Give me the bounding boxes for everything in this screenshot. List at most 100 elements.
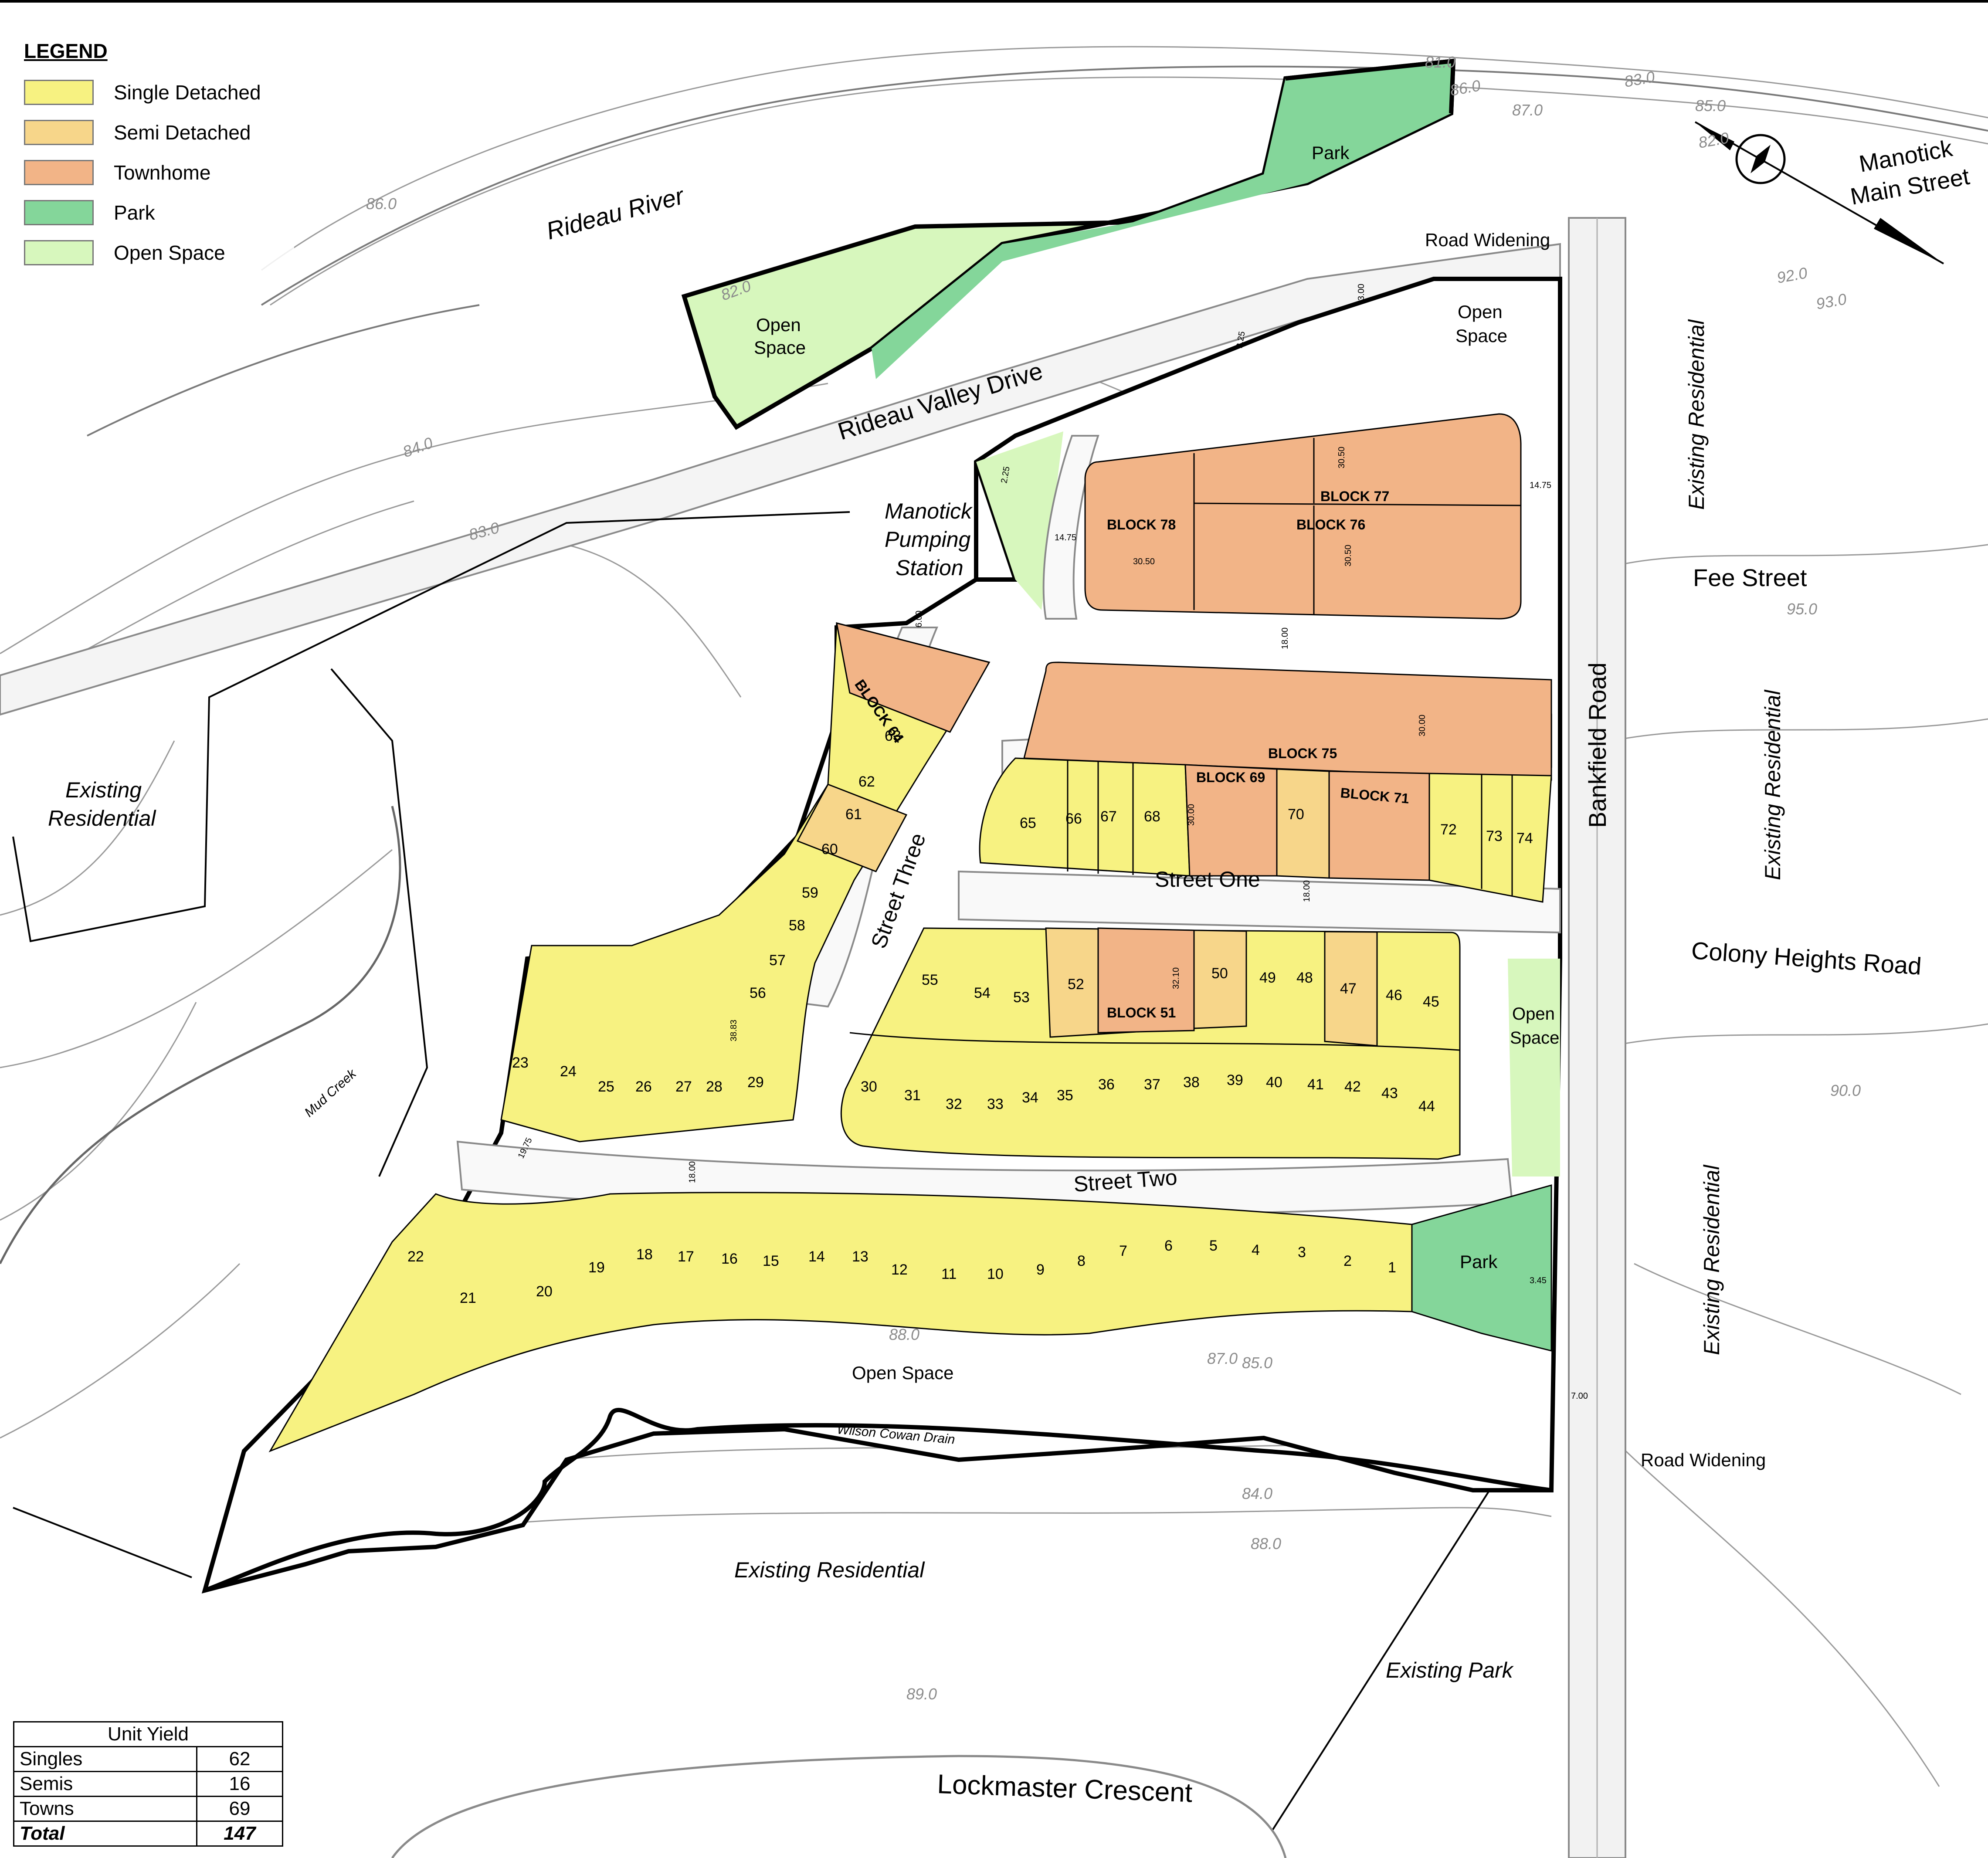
- lot-number: 5: [1209, 1238, 1218, 1254]
- contour-label: 88.0: [1251, 1535, 1281, 1553]
- dimension-label: 32.10: [1171, 967, 1181, 989]
- lot-number: 59: [802, 885, 818, 901]
- lot-number: 39: [1227, 1072, 1243, 1088]
- lot-number: 31: [904, 1087, 921, 1104]
- lot-number: 44: [1418, 1098, 1435, 1115]
- lot-number: 53: [1013, 989, 1030, 1006]
- lot-number: 18: [636, 1246, 653, 1263]
- street-one-north-lots: [979, 757, 1552, 903]
- legend-swatch: [24, 200, 94, 225]
- lot-number: 57: [769, 952, 786, 969]
- lot-number: 26: [635, 1078, 652, 1095]
- lot-number: 4: [1252, 1242, 1260, 1258]
- label-open-left-2: Space: [754, 337, 806, 358]
- label-open-right-2: Space: [1455, 325, 1507, 346]
- lot-number: 3: [1298, 1244, 1306, 1261]
- table-row: Singles 62: [13, 1746, 283, 1772]
- lot-number: 23: [512, 1054, 529, 1071]
- lot-number: 34: [1022, 1089, 1038, 1106]
- label-pumping-2: Pumping: [885, 527, 971, 552]
- dimension-label: 3.00: [1357, 284, 1366, 301]
- label-block-69: BLOCK 69: [1196, 770, 1265, 785]
- lot-numbers: 1 2 3 4 5 6 7 8 9 10 11 12 13 14 15 16 1…: [407, 728, 1533, 1306]
- lot-number: 63: [885, 728, 901, 744]
- legend-item-single-detached: Single Detached: [24, 72, 294, 112]
- lot-number: 41: [1307, 1076, 1324, 1093]
- contour-label: 81.0: [1425, 53, 1455, 71]
- north-park-open-space: [681, 58, 1456, 430]
- label-open-left-1: Open: [756, 315, 801, 335]
- lot-number: 66: [1065, 810, 1082, 827]
- street-two-south-lots: [268, 959, 1560, 1452]
- label-existing-park: Existing Park: [1386, 1658, 1514, 1682]
- legend-item-park: Park: [24, 193, 294, 233]
- lot-number: 35: [1057, 1087, 1073, 1104]
- lot-number: 32: [946, 1096, 962, 1112]
- label-block-78: BLOCK 78: [1107, 517, 1176, 532]
- lot-number: 11: [941, 1266, 957, 1282]
- label-road-widening-bottom: Road Widening: [1641, 1450, 1766, 1470]
- legend-label: Single Detached: [114, 81, 261, 104]
- contour-label: 89.0: [906, 1685, 937, 1703]
- lot-number: 25: [598, 1078, 614, 1095]
- legend-item-semi-detached: Semi Detached: [24, 112, 294, 153]
- table-row-total: Total 147: [13, 1821, 283, 1847]
- label-open-right-1: Open: [1458, 302, 1503, 322]
- unit-yield-label: Singles: [13, 1746, 197, 1772]
- dimension-label: 38.83: [729, 1020, 739, 1041]
- townhome-blocks-north: [1023, 413, 1552, 781]
- label-park-north: Park: [1312, 142, 1350, 163]
- lot-number: 28: [706, 1078, 723, 1095]
- street-three-lots: [500, 622, 991, 1143]
- lot-number: 56: [750, 985, 766, 1001]
- legend-label: Open Space: [114, 241, 225, 264]
- label-park-south: Park: [1460, 1251, 1498, 1272]
- lot-number: 30: [861, 1078, 877, 1095]
- river-banks: [87, 65, 1988, 437]
- label-block-75: BLOCK 75: [1268, 746, 1337, 761]
- table-row: Towns 69: [13, 1796, 283, 1822]
- legend-item-townhome: Townhome: [24, 153, 294, 193]
- contour-labels: 86.0 82.0 84.0 83.0 81.0 82.0 86.0 87.0 …: [366, 53, 1861, 1703]
- contour-label: 85.0: [1695, 97, 1726, 115]
- lot-number: 16: [721, 1251, 738, 1267]
- unit-yield-title: Unit Yield: [13, 1721, 283, 1747]
- lot-number: 62: [858, 773, 875, 790]
- legend-swatch: [24, 160, 94, 185]
- lot-number: 67: [1100, 808, 1117, 825]
- label-existing-res-west-1: Existing: [65, 778, 142, 802]
- lot-number: 72: [1440, 821, 1457, 838]
- lot-number: 19: [588, 1259, 605, 1276]
- dimension-label: 7.00: [1571, 1391, 1588, 1401]
- contour-label: 90.0: [1830, 1082, 1861, 1099]
- lot-number: 36: [1098, 1076, 1115, 1093]
- lot-number: 8: [1077, 1253, 1086, 1269]
- lot-number: 29: [747, 1074, 764, 1091]
- unit-yield-label: Towns: [13, 1796, 197, 1822]
- mud-creek-line: [0, 806, 401, 1265]
- legend-swatch: [24, 80, 94, 105]
- lot-number: 21: [460, 1290, 476, 1306]
- label-existing-res-east-2: Existing Residential: [1761, 689, 1785, 880]
- label-block-77: BLOCK 77: [1320, 488, 1389, 504]
- unit-yield-label: Semis: [13, 1771, 197, 1797]
- unit-yield-table: Unit Yield Singles 62 Semis 16 Towns 69 …: [13, 1721, 283, 1847]
- lot-number: 9: [1036, 1261, 1045, 1278]
- central-lots: [840, 927, 1461, 1160]
- label-pumping-3: Station: [896, 556, 963, 580]
- dimension-label: 30.50: [1337, 447, 1347, 468]
- label-open-east-1: Open: [1512, 1004, 1555, 1024]
- lot-number: 45: [1423, 993, 1439, 1010]
- label-pumping-1: Manotick: [885, 499, 973, 523]
- table-row: Semis 16: [13, 1771, 283, 1797]
- lot-number: 2: [1343, 1253, 1352, 1269]
- lot-number: 38: [1183, 1074, 1200, 1091]
- unit-yield-value: 62: [196, 1746, 283, 1772]
- label-block-51: BLOCK 51: [1107, 1005, 1176, 1021]
- label-open-east-2: Space: [1510, 1028, 1559, 1048]
- lot-number: 7: [1119, 1243, 1127, 1259]
- contour-label: 87.0: [1207, 1349, 1238, 1367]
- lot-number: 15: [763, 1253, 779, 1269]
- lockmaster-crescent-line: [391, 1755, 1287, 1858]
- existing-parcel-lines: [12, 511, 1504, 1831]
